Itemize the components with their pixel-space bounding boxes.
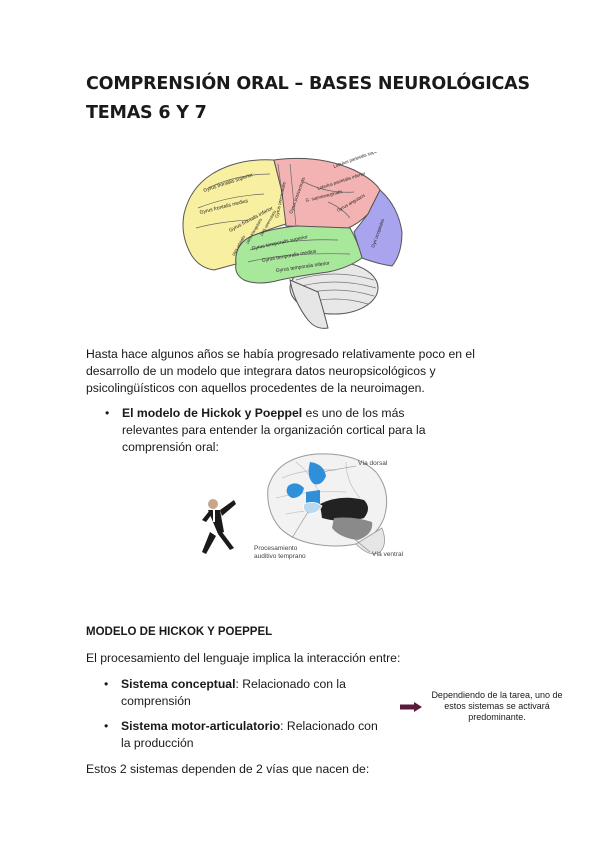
paragraph-interaction: El procesamiento del lenguaje implica la…: [86, 651, 401, 665]
bullet-motor-bold: Sistema motor-articulatorio: [121, 719, 281, 733]
section-heading: MODELO DE HICKOK Y POEPPEL: [86, 626, 273, 638]
bullet-model-text: es uno de los más relevantes para entend…: [122, 406, 426, 454]
bullet-motor-text: : Relacionado con la producción: [121, 719, 378, 750]
bullet-conceptual-bold: Sistema conceptual: [121, 677, 236, 691]
parietal-lobe: [273, 157, 381, 229]
paragraph-intro: Hasta hace algunos años se había progres…: [86, 347, 475, 395]
label-proc1: Procesamiento: [254, 545, 298, 552]
label-ventral: Vía ventral: [372, 551, 404, 558]
bullet-conceptual-text: : Relacionado con la comprensión: [121, 677, 346, 708]
occipital-lobe: [353, 189, 403, 267]
brain-lobes-image: Gyrus frontalis superior Gyrus frontalis…: [182, 152, 403, 329]
paragraph-pathways: Estos 2 sistemas dependen de 2 vías que …: [86, 762, 370, 776]
bullet-dot: •: [105, 406, 110, 420]
bullet-conceptual: • Sistema conceptual: Relacionado con la…: [104, 676, 371, 710]
label-par-sup: Lobulus parietalis superior: [333, 152, 385, 169]
man-figure-image: [202, 499, 236, 554]
bullet-model-bold: El modelo de Hickok y Poeppel: [122, 406, 303, 420]
dual-stream-diagram: Vía dorsal Vía ventral Procesamiento aud…: [202, 453, 404, 560]
bullet-dot: •: [104, 719, 109, 733]
bullet-motor: • Sistema motor-articulatorio: Relaciona…: [104, 718, 383, 752]
right-arrow-icon: [400, 702, 422, 712]
label-proc2: auditivo temprano: [254, 553, 306, 560]
side-note: Dependiendo de la tarea, uno de estos si…: [431, 690, 563, 722]
brainstem: [289, 279, 329, 329]
bullet-dot: •: [104, 677, 109, 691]
label-dorsal: Vía dorsal: [358, 460, 388, 467]
bullet-model: • El modelo de Hickok y Poeppel es uno d…: [105, 405, 442, 456]
page-subtitle: TEMAS 6 Y 7: [86, 103, 207, 123]
diagram-brain: [267, 453, 388, 555]
page-title: COMPRENSIÓN ORAL – BASES NEUROLÓGICAS: [86, 74, 530, 94]
